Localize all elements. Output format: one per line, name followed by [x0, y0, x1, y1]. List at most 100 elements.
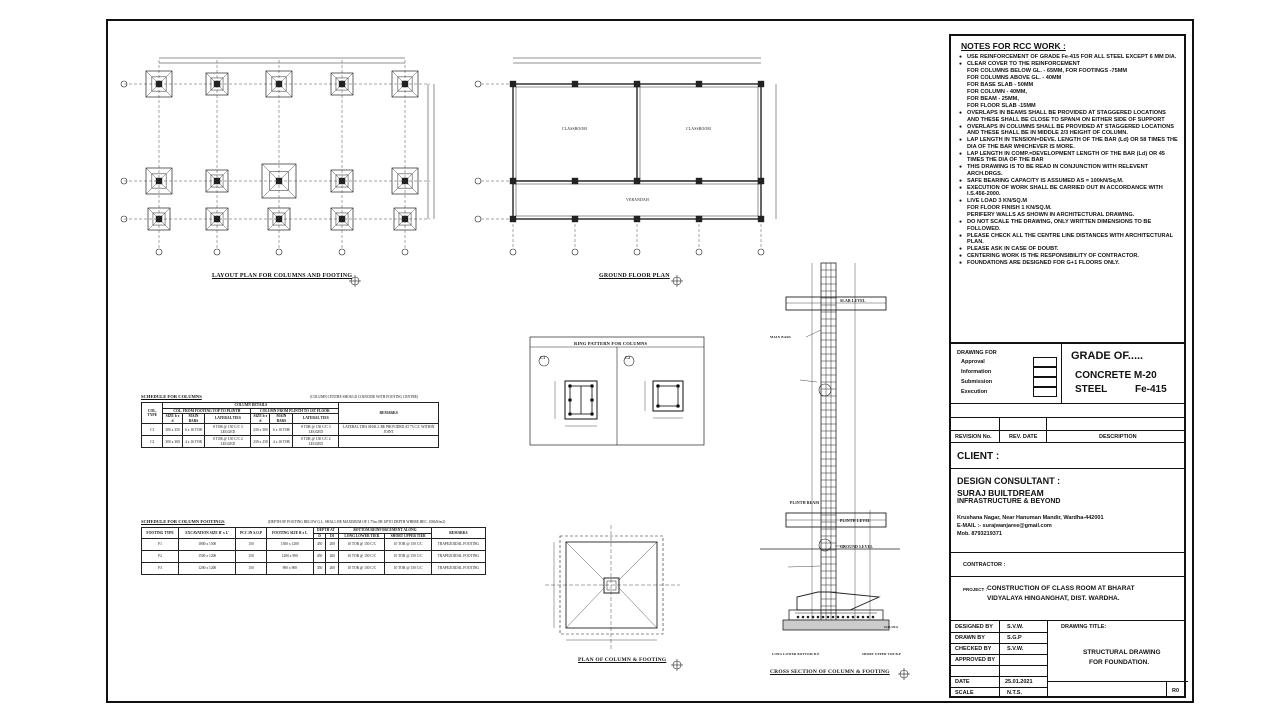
tb-project-row: PROJECT : CONSTRUCTION OF CLASS ROOM AT … — [951, 577, 1184, 621]
table-cell: F3 — [140, 562, 180, 576]
tb-signoff: DESIGNED BY S.V.W. DRAWN BY S.G.P CHECKE… — [951, 621, 1188, 698]
main-bar — [590, 384, 594, 388]
column-schedule-note: (COLUMN CENTRE SHOULD COINCIDE WITH FOOT… — [310, 395, 419, 399]
note-item: DO NOT SCALE THE DRAWING, ONLY WRITTEN D… — [959, 219, 1178, 232]
note-item: CLEAR COVER TO THE REINFORCEMENT — [959, 61, 1178, 68]
column-block — [509, 215, 517, 223]
execution-checkbox — [1033, 387, 1057, 397]
main-bar — [590, 398, 594, 402]
revision-no-label: REVISION No. — [955, 434, 992, 440]
footing-outer — [393, 207, 417, 231]
title-block: DRAWING FOR Approval Information Submiss… — [949, 342, 1188, 698]
table-cell: 10 TOR @ 150 C/C — [384, 538, 432, 552]
ftg-header: SHORT UPPER TIER — [384, 532, 432, 540]
note-item: FOR FLOOR FINISH 1 KN/SQ.M. — [967, 205, 1052, 211]
ring-tag-c1 — [538, 355, 550, 367]
footing-inner — [151, 76, 167, 92]
main-bar — [656, 404, 660, 408]
leader-line — [799, 379, 818, 383]
column-block — [509, 177, 517, 185]
grid-bubble — [474, 80, 482, 88]
column-block — [633, 177, 641, 185]
note-item: PLEASE CHECK ALL THE CENTRE LINE DISTANC… — [959, 233, 1178, 246]
note-item: PLEASE ASK IN CASE OF DOUBT. — [959, 246, 1178, 253]
grid-bubble — [571, 248, 579, 256]
main-bar — [676, 384, 680, 388]
tb-divider — [999, 431, 1000, 443]
tb-divider — [951, 676, 1047, 677]
ring-pattern-caption: RING PATTERN FOR COLUMNS — [574, 341, 648, 346]
tb-divider — [999, 418, 1000, 431]
purpose-information: Information — [961, 369, 992, 375]
concrete-grade: CONCRETE M-20 — [1075, 370, 1157, 381]
room-label: CLASSROOM — [562, 127, 588, 131]
footing-bar-dot — [841, 615, 845, 619]
column-block — [571, 80, 579, 88]
tb-contractor-row: CONTRACTOR : — [951, 553, 1184, 577]
ground-floor-plan-caption: GROUND FLOOR PLAN — [599, 273, 670, 279]
note-item: CENTERING WORK IS THE RESPONSIBILITY OF … — [959, 253, 1178, 260]
company-mobile: Mob. 8793219371 — [957, 531, 1002, 537]
ring-label-c1: C1 — [540, 355, 546, 360]
footing-inner — [271, 76, 287, 92]
column-plan — [603, 577, 620, 594]
ftg-header: LONG LOWER TIER — [338, 532, 386, 540]
project-label: PROJECT : — [963, 587, 988, 592]
footing-bar-dot — [811, 615, 815, 619]
footing-inner — [210, 212, 224, 226]
table-cell: 200 — [325, 538, 340, 552]
designed-by-value: S.V.W. — [1007, 624, 1024, 630]
grid-bubble — [509, 248, 517, 256]
footing-bar-dot — [851, 615, 855, 619]
grid-bubble — [401, 248, 409, 256]
column-block — [155, 177, 163, 185]
footing-outer — [205, 207, 229, 231]
tb-row-purpose: DRAWING FOR Approval Information Submiss… — [951, 344, 1184, 404]
company-tagline: INFRASTRUCTURE & BEYOND — [957, 498, 1061, 505]
bar-callout — [818, 538, 832, 552]
consultant-label: DESIGN CONSULTANT : — [957, 476, 1061, 486]
soling-bed — [782, 619, 890, 631]
rev-date-label: REV. DATE — [1009, 434, 1038, 440]
footing-inner — [397, 173, 413, 189]
footing-bar-dot — [806, 615, 810, 619]
ring-tag-c2 — [623, 355, 635, 367]
table-cell: 6 x 16 TOR — [181, 423, 206, 437]
note-item: FOR BASE SLAB - 50MM — [967, 82, 1034, 88]
grid-bubble — [695, 248, 703, 256]
col-header: LATERAL TIES — [292, 413, 340, 425]
table-cell: F1 — [140, 538, 180, 552]
col-header: MAIN BARS — [181, 413, 206, 425]
ftg-header: EXCAVATION SIZE B' x L' — [178, 526, 237, 540]
table-cell: TRAPEZOIDAL FOOTING — [430, 550, 487, 564]
col-header: LATERAL TIES — [204, 413, 252, 425]
submission-checkbox — [1033, 377, 1057, 387]
footing-plan-diagonal — [565, 541, 605, 581]
column-block — [338, 177, 346, 185]
table-cell: C1 — [140, 423, 164, 437]
note-item: LAP LENGTH IN COMP.=DEVELOPMENT LENGTH O… — [959, 151, 1178, 164]
rcc-notes-panel: NOTES FOR RCC WORK : USE REINFORCEMENT O… — [949, 34, 1186, 344]
column-block — [401, 215, 409, 223]
plan-column-footing-caption: PLAN OF COLUMN & FOOTING — [578, 657, 667, 663]
long-lower-label: LONG LOWER BOTTOM B.P — [772, 652, 820, 656]
drawing-title-2: FOR FOUNDATION. — [1089, 659, 1150, 666]
note-item: PERIFERY WALLS AS SHOWN IN ARCHITECTURAL… — [967, 212, 1135, 218]
col-remarks-header: REMARKS — [338, 401, 439, 425]
table-cell: TRAPEZOIDAL FOOTING — [430, 562, 487, 576]
footing-inner — [398, 212, 412, 226]
drawing-title-label: DRAWING TITLE: — [1061, 624, 1107, 630]
tb-divider — [1166, 681, 1167, 698]
information-checkbox — [1033, 367, 1057, 377]
leader-line — [805, 329, 822, 338]
grid-bubble — [120, 177, 128, 185]
footing-inner — [335, 77, 349, 91]
table-cell: 1500 x 1200 — [265, 538, 314, 552]
table-cell: 8 TOR @ 150 C/C 2 LEGGED — [292, 435, 340, 449]
table-cell: TRAPEZOIDAL FOOTING — [430, 538, 487, 552]
note-item: OVERLAPS IN BEAMS SHALL BE PROVIDED AT S… — [959, 110, 1178, 123]
ground-level-label: GROUND LEVEL — [840, 545, 874, 549]
scale-value: N.T.S. — [1007, 690, 1022, 696]
